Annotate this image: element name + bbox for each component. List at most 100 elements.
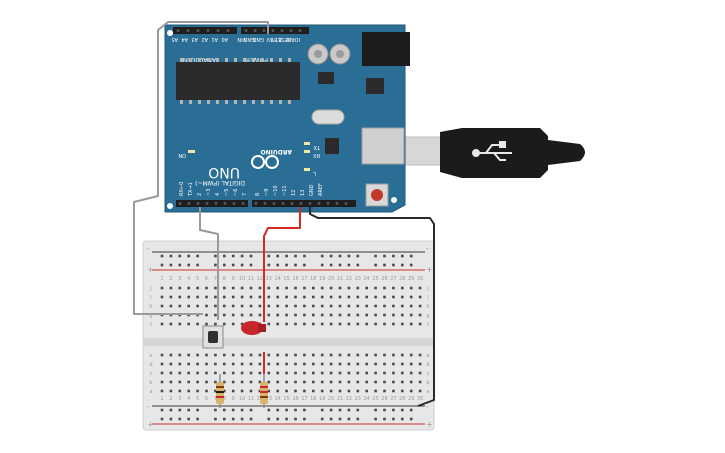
rail-hole[interactable]: [169, 417, 173, 421]
terminal-hole[interactable]: [356, 389, 360, 393]
terminal-hole[interactable]: [240, 362, 244, 366]
terminal-hole[interactable]: [169, 295, 173, 299]
rail-hole[interactable]: [401, 263, 404, 267]
terminal-hole[interactable]: [249, 295, 253, 299]
terminal-hole[interactable]: [285, 380, 288, 384]
rail-hole[interactable]: [329, 408, 333, 412]
rail-hole[interactable]: [276, 417, 279, 421]
terminal-hole[interactable]: [187, 286, 190, 290]
terminal-hole[interactable]: [240, 286, 244, 290]
terminal-hole[interactable]: [347, 380, 351, 384]
terminal-hole[interactable]: [223, 389, 226, 393]
terminal-hole[interactable]: [196, 286, 199, 290]
terminal-hole[interactable]: [303, 371, 306, 375]
terminal-hole[interactable]: [214, 313, 217, 317]
rail-hole[interactable]: [356, 263, 360, 267]
terminal-hole[interactable]: [329, 389, 333, 393]
terminal-hole[interactable]: [374, 371, 377, 375]
rail-hole[interactable]: [169, 254, 173, 258]
terminal-hole[interactable]: [356, 313, 360, 317]
terminal-hole[interactable]: [249, 371, 253, 375]
rail-hole[interactable]: [392, 408, 395, 412]
terminal-hole[interactable]: [347, 362, 351, 366]
terminal-hole[interactable]: [303, 295, 306, 299]
terminal-hole[interactable]: [223, 313, 226, 317]
rail-hole[interactable]: [214, 408, 217, 412]
rail-hole[interactable]: [409, 254, 413, 258]
rail-hole[interactable]: [401, 408, 404, 412]
terminal-hole[interactable]: [294, 389, 297, 393]
terminal-hole[interactable]: [178, 371, 182, 375]
terminal-hole[interactable]: [231, 380, 235, 384]
rail-hole[interactable]: [285, 254, 288, 258]
rail-hole[interactable]: [160, 263, 164, 267]
terminal-hole[interactable]: [249, 313, 253, 317]
terminal-hole[interactable]: [303, 353, 306, 357]
terminal-hole[interactable]: [205, 380, 208, 384]
terminal-hole[interactable]: [169, 353, 173, 357]
terminal-hole[interactable]: [178, 304, 182, 308]
terminal-hole[interactable]: [231, 371, 235, 375]
rail-hole[interactable]: [383, 417, 386, 421]
terminal-hole[interactable]: [418, 371, 422, 375]
rail-hole[interactable]: [196, 417, 199, 421]
terminal-hole[interactable]: [401, 304, 404, 308]
terminal-hole[interactable]: [178, 362, 182, 366]
terminal-hole[interactable]: [418, 313, 422, 317]
terminal-hole[interactable]: [392, 371, 395, 375]
terminal-hole[interactable]: [160, 295, 164, 299]
terminal-hole[interactable]: [409, 362, 413, 366]
terminal-hole[interactable]: [320, 286, 324, 290]
rail-hole[interactable]: [392, 263, 395, 267]
terminal-hole[interactable]: [178, 389, 182, 393]
rail-hole[interactable]: [223, 254, 226, 258]
terminal-hole[interactable]: [276, 286, 279, 290]
resistor-led[interactable]: [260, 374, 268, 408]
terminal-hole[interactable]: [223, 304, 226, 308]
terminal-hole[interactable]: [409, 322, 413, 326]
terminal-hole[interactable]: [312, 295, 315, 299]
terminal-hole[interactable]: [249, 286, 253, 290]
terminal-hole[interactable]: [285, 313, 288, 317]
rail-hole[interactable]: [294, 254, 297, 258]
terminal-hole[interactable]: [347, 353, 351, 357]
terminal-hole[interactable]: [303, 322, 306, 326]
terminal-hole[interactable]: [312, 304, 315, 308]
push-button[interactable]: [202, 325, 224, 349]
digital-header-low[interactable]: [176, 200, 248, 207]
terminal-hole[interactable]: [214, 371, 217, 375]
terminal-hole[interactable]: [383, 389, 386, 393]
terminal-hole[interactable]: [160, 286, 164, 290]
terminal-hole[interactable]: [294, 313, 297, 317]
terminal-hole[interactable]: [383, 286, 386, 290]
terminal-hole[interactable]: [276, 353, 279, 357]
terminal-hole[interactable]: [178, 353, 182, 357]
rail-hole[interactable]: [374, 417, 377, 421]
terminal-hole[interactable]: [249, 353, 253, 357]
terminal-hole[interactable]: [418, 295, 422, 299]
terminal-hole[interactable]: [383, 362, 386, 366]
terminal-hole[interactable]: [187, 362, 190, 366]
terminal-hole[interactable]: [276, 295, 279, 299]
terminal-hole[interactable]: [231, 286, 235, 290]
rail-hole[interactable]: [240, 254, 244, 258]
terminal-hole[interactable]: [178, 295, 182, 299]
terminal-hole[interactable]: [365, 353, 368, 357]
terminal-hole[interactable]: [338, 380, 342, 384]
terminal-hole[interactable]: [205, 362, 208, 366]
terminal-hole[interactable]: [160, 371, 164, 375]
terminal-hole[interactable]: [401, 322, 404, 326]
rail-hole[interactable]: [160, 417, 164, 421]
terminal-hole[interactable]: [303, 362, 306, 366]
terminal-hole[interactable]: [401, 295, 404, 299]
terminal-hole[interactable]: [392, 362, 395, 366]
terminal-hole[interactable]: [401, 286, 404, 290]
rail-hole[interactable]: [178, 263, 182, 267]
terminal-hole[interactable]: [258, 389, 262, 393]
terminal-hole[interactable]: [205, 389, 208, 393]
rail-hole[interactable]: [231, 263, 235, 267]
terminal-hole[interactable]: [338, 295, 342, 299]
terminal-hole[interactable]: [276, 380, 279, 384]
terminal-hole[interactable]: [169, 304, 173, 308]
terminal-hole[interactable]: [338, 322, 342, 326]
